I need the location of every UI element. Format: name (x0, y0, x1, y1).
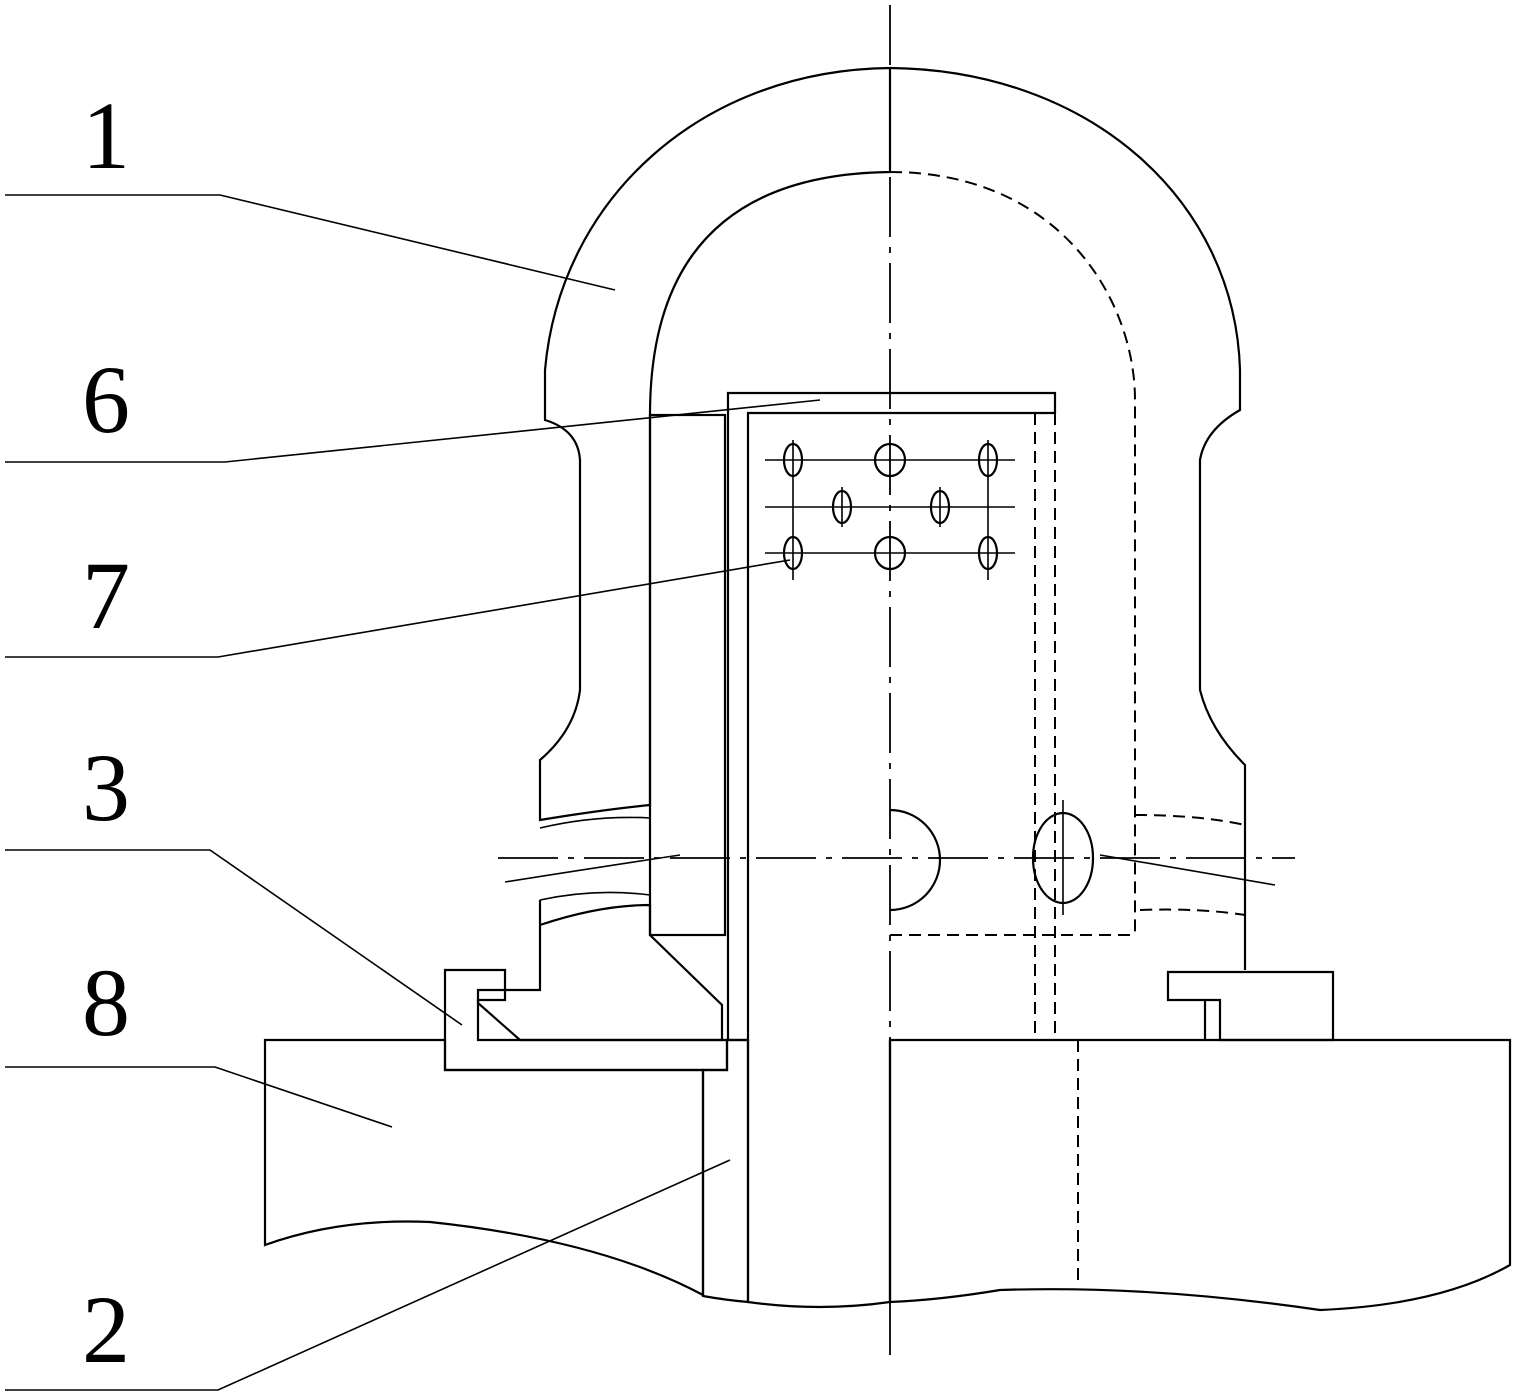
label-7: 7 (82, 542, 130, 649)
housing-right-outline (889, 66, 1247, 970)
shaft-sleeve (701, 1038, 750, 1304)
seal-ring (443, 968, 729, 1072)
sleeve-right-hidden (890, 413, 1135, 1040)
shaft (746, 1040, 892, 1309)
label-3: 3 (82, 734, 130, 841)
label-6: 6 (82, 346, 130, 453)
clamp-block (1166, 970, 1335, 1042)
housing-section (538, 66, 892, 822)
label-8: 8 (82, 949, 130, 1056)
housing-lower-section (476, 900, 724, 1042)
label-1: 1 (82, 82, 130, 189)
base-plate (263, 1038, 705, 1297)
cross-pin-half (889, 808, 942, 912)
housing-right-hidden (889, 171, 1246, 935)
label-2: 2 (82, 1276, 130, 1383)
leader-lines (5, 194, 821, 1391)
sleeve-inner (648, 413, 727, 937)
base-crosshatch (888, 1038, 1512, 1312)
slot-axis-right (1099, 854, 1276, 886)
sleeve-cap (726, 391, 1057, 1042)
